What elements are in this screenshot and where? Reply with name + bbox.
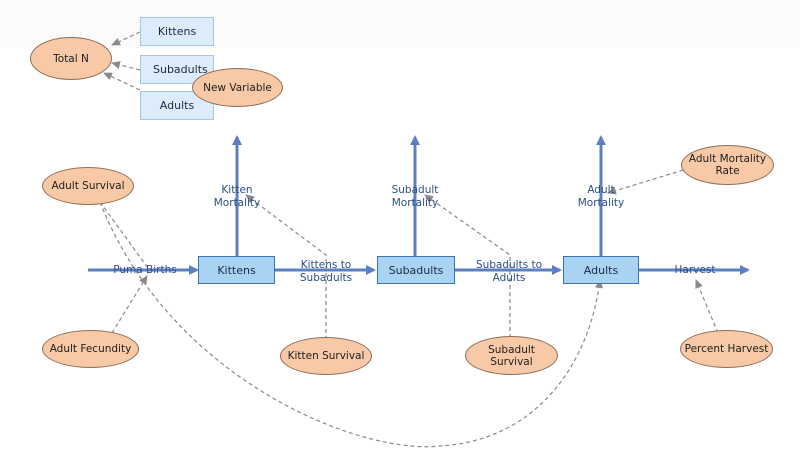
ghost-adults-label: Adults bbox=[159, 99, 195, 112]
stock-subadults-label: Subadults bbox=[388, 263, 444, 277]
flow-label-harvest[interactable]: Harvest bbox=[674, 264, 716, 276]
flow-label-subadult-mortality[interactable]: Subadult Mortality bbox=[391, 184, 439, 209]
variable-kitten-survival[interactable]: Kitten Survival bbox=[280, 337, 372, 375]
ghost-kittens-label: Kittens bbox=[157, 25, 197, 38]
link-percent-harvest-to-harvest bbox=[695, 279, 719, 334]
flow-label-adult-mortality[interactable]: Adult Mortality bbox=[577, 184, 625, 209]
canvas-panel bbox=[0, 48, 800, 449]
variable-adult-fecundity[interactable]: Adult Fecundity bbox=[42, 330, 139, 368]
variable-percent-harvest-label: Percent Harvest bbox=[684, 343, 769, 355]
variable-subadult-survival-label: Subadult Survival bbox=[488, 343, 535, 368]
ghost-kittens[interactable]: Kittens bbox=[140, 17, 214, 46]
link-kitten-survival-to-kitten-mortality bbox=[245, 194, 327, 340]
flow-label-puma-births[interactable]: Puma Births bbox=[113, 264, 177, 276]
variable-adult-mortality-rate[interactable]: Adult Mortality Rate bbox=[681, 145, 774, 185]
stock-kittens-label: Kittens bbox=[217, 263, 256, 277]
stock-subadults[interactable]: Subadults bbox=[377, 256, 455, 284]
link-adult-survival-to-adult-mortality bbox=[99, 201, 603, 448]
stock-kittens[interactable]: Kittens bbox=[198, 256, 275, 284]
ghost-subadults-label: Subadults bbox=[153, 63, 208, 76]
flow-label-subadults-to-adults[interactable]: Subadults to Adults bbox=[475, 259, 543, 284]
stock-adults-label: Adults bbox=[583, 263, 619, 277]
link-subadults-ghost-to-total-n bbox=[111, 61, 141, 71]
link-adult-mortality-rate-to-adult-mortality bbox=[607, 167, 691, 195]
flow-label-kittens-to-subadults[interactable]: Kittens to Subadults bbox=[299, 259, 353, 284]
link-kittens-ghost-to-total-n bbox=[111, 31, 141, 46]
flow-label-kitten-mortality[interactable]: Kitten Mortality bbox=[213, 184, 261, 209]
variable-adult-survival-label: Adult Survival bbox=[51, 180, 125, 192]
variable-total-n-label: Total N bbox=[53, 52, 89, 65]
ghost-adults[interactable]: Adults bbox=[140, 91, 214, 120]
variable-adult-fecundity-label: Adult Fecundity bbox=[49, 343, 132, 355]
variable-percent-harvest[interactable]: Percent Harvest bbox=[680, 330, 773, 368]
variable-adult-survival[interactable]: Adult Survival bbox=[42, 167, 134, 205]
variable-kitten-survival-label: Kitten Survival bbox=[287, 350, 365, 362]
variable-new-variable-label: New Variable bbox=[203, 81, 272, 94]
variable-new-variable[interactable]: New Variable bbox=[192, 68, 283, 107]
variable-total-n[interactable]: Total N bbox=[30, 37, 112, 80]
variable-adult-mortality-rate-label: Adult Mortality Rate bbox=[688, 153, 767, 177]
stock-adults[interactable]: Adults bbox=[563, 256, 639, 284]
variable-subadult-survival[interactable]: Subadult Survival bbox=[465, 336, 558, 375]
